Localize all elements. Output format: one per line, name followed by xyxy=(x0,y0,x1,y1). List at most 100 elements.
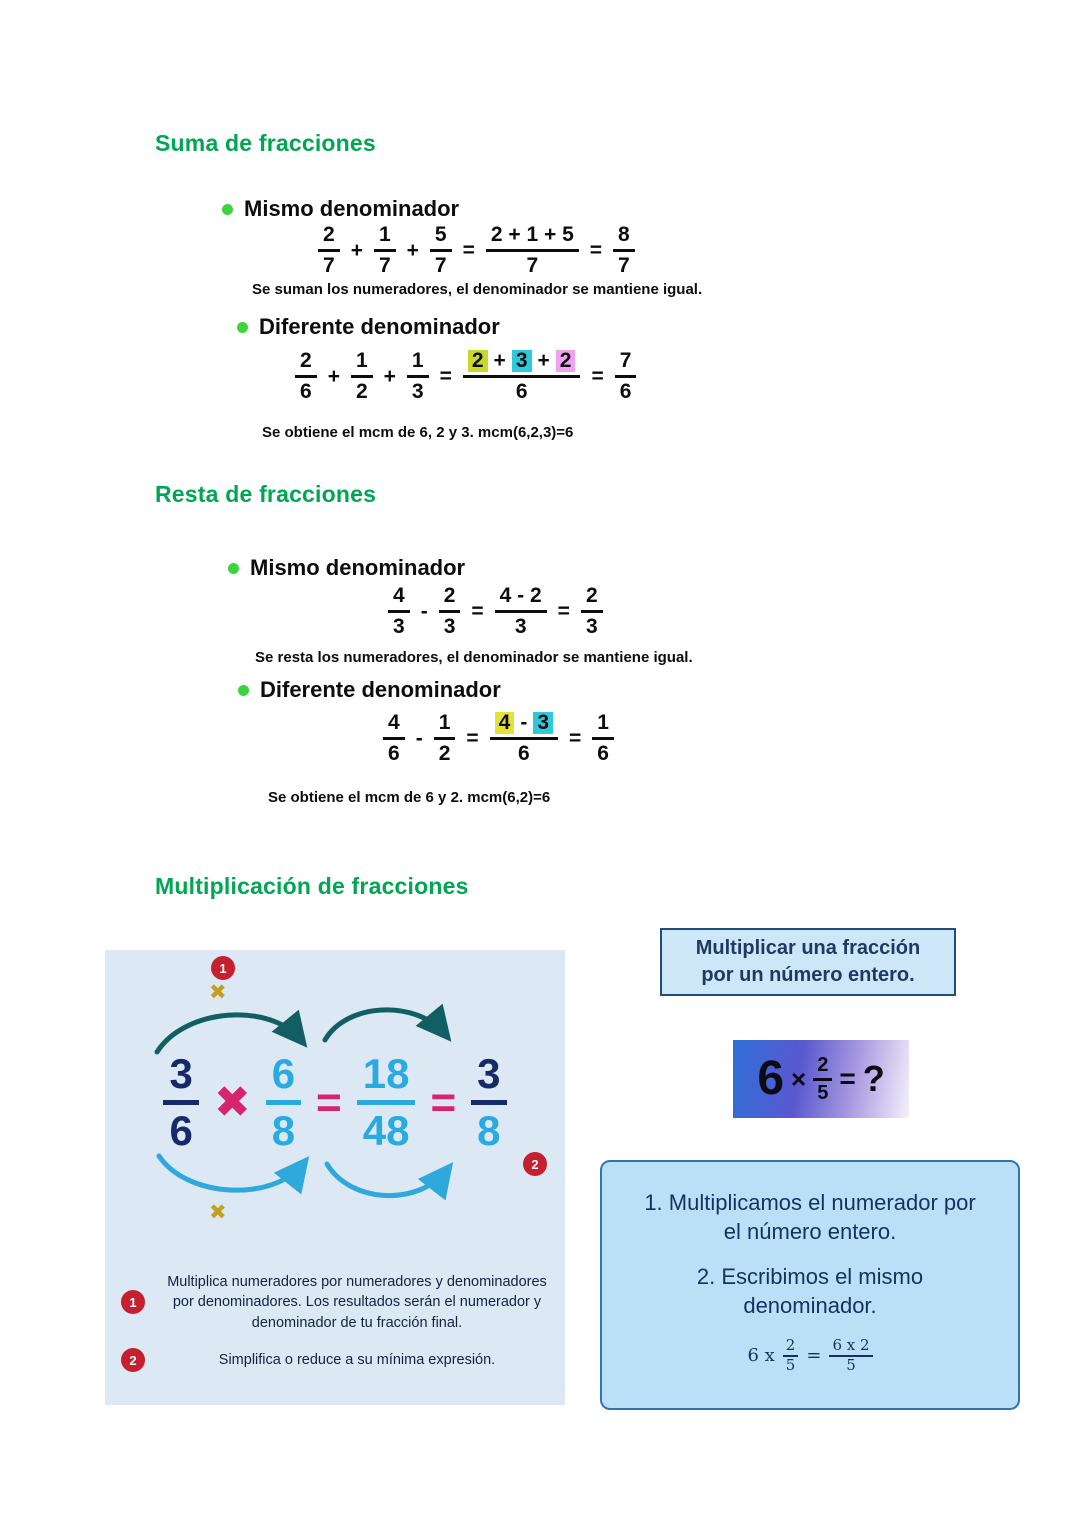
equals-operator: = xyxy=(430,1077,457,1127)
simplified-fraction: 3 8 xyxy=(471,1051,507,1153)
result-numerator: 2 xyxy=(580,584,603,614)
numerator-arrow-1 xyxy=(154,1009,308,1055)
fraction-denominator: 48 xyxy=(362,1107,410,1155)
fraction-numerator: 2 xyxy=(318,223,340,253)
suma-mismo-equation: 2 7 + 1 7 + 5 7 = 2 + 1 + 5 7 = 8 7 xyxy=(318,223,635,278)
multiply-operator: ✖ xyxy=(213,1077,251,1127)
title-line-2: por un número entero. xyxy=(701,964,915,986)
question-mark: ? xyxy=(862,1058,885,1099)
highlighted-number: 2 xyxy=(467,349,488,373)
minus-operator: - xyxy=(520,711,528,734)
suma-mismo-caption: Se suman los numeradores, el denominador… xyxy=(252,281,703,298)
fraction-denominator: 3 xyxy=(443,615,456,639)
combined-numerator: 4 - 2 xyxy=(494,584,547,614)
example-formula: 6 x 2 5 = 6 x 2 5 xyxy=(747,1337,873,1374)
result-fraction: 6 x 2 5 xyxy=(829,1337,873,1374)
fraction-denominator: 7 xyxy=(434,254,447,278)
fraction: 2 5 xyxy=(782,1337,799,1374)
result-denominator: 6 xyxy=(619,380,632,404)
suma-mismo-label: Mismo denominador xyxy=(222,196,459,222)
resta-section-title: Resta de fracciones xyxy=(155,481,377,507)
suma-diferente-label-text: Diferente denominador xyxy=(259,314,500,339)
fraction: 4 3 xyxy=(388,584,410,639)
equals-operator: = xyxy=(557,599,570,623)
fraction-numerator: 4 xyxy=(388,584,410,614)
fraction-numerator: 3 xyxy=(163,1051,199,1106)
fraction-numerator: 2 xyxy=(782,1337,799,1357)
note-1-text: Multiplica numeradores por numeradores y… xyxy=(167,1274,547,1331)
denominator-arrow-2 xyxy=(324,1161,454,1201)
product-fraction: 18 48 xyxy=(356,1051,416,1155)
result-fraction: 7 6 xyxy=(614,349,637,404)
fraction-numerator: 1 xyxy=(433,711,456,741)
fraction-denominator: 8 xyxy=(271,1107,296,1155)
step-2-line-1: 2. Escribimos el mismo xyxy=(696,1264,924,1290)
fraction-numerator: 6 xyxy=(265,1051,302,1106)
fraction: 1 7 xyxy=(373,223,396,277)
highlighted-number: 3 xyxy=(511,349,532,373)
plus-operator: + xyxy=(350,238,363,262)
fraction: 1 2 xyxy=(433,711,456,766)
combined-numerator: 2 + 1 + 5 xyxy=(485,223,579,253)
title-line-1: Multiplicar una fracción xyxy=(695,937,921,959)
resta-mismo-label-text: Mismo denominador xyxy=(250,555,466,580)
fraction-denominator: 5 xyxy=(785,1355,796,1374)
fraction-numerator: 1 xyxy=(373,223,396,253)
combined-fraction: 2 + 1 + 5 7 xyxy=(485,223,579,278)
steps-box: 1. Multiplicamos el numerador por el núm… xyxy=(600,1160,1020,1410)
suma-mismo-label-text: Mismo denominador xyxy=(244,196,460,221)
fraction: 1 3 xyxy=(406,349,429,404)
integer-factor: 6 xyxy=(757,1052,785,1105)
fraction-numerator: 3 xyxy=(471,1051,507,1106)
diagram-note-1: 1 Multiplica numeradores por numeradores… xyxy=(121,1272,555,1333)
fraction-numerator: 2 xyxy=(813,1054,833,1081)
denominator-arrow-1 xyxy=(156,1153,310,1195)
resta-mismo-caption: Se resta los numeradores, el denominador… xyxy=(255,649,693,666)
multiply-by-integer-title-box: Multiplicar una fracción por un número e… xyxy=(660,928,956,996)
fraction-denominator: 3 xyxy=(411,380,424,404)
equals-operator: = xyxy=(839,1063,856,1094)
combined-denominator: 3 xyxy=(514,615,527,639)
fraction-numerator: 2 xyxy=(295,349,317,379)
denominator-arrows xyxy=(156,1153,454,1201)
fraction-denominator: 3 xyxy=(393,615,405,639)
multiply-operator: × xyxy=(791,1063,807,1094)
combined-fraction: 4 - 2 3 xyxy=(494,584,547,639)
result-denominator: 3 xyxy=(585,615,598,639)
fraction: 2 6 xyxy=(295,349,317,403)
resta-mismo-label: Mismo denominador xyxy=(228,555,465,581)
fraction-numerator: 1 xyxy=(350,349,373,379)
step-1-line-1: 1. Multiplicamos el numerador por xyxy=(644,1190,976,1215)
combined-denominator: 6 xyxy=(517,742,530,766)
result-fraction: 2 3 xyxy=(580,584,603,639)
plus-operator: + xyxy=(493,349,506,372)
bullet-icon xyxy=(238,684,249,696)
fraction-numerator: 2 xyxy=(438,584,461,614)
multiplication-diagram-panel: 1 ✖ 3 6 ✖ 6 8 = 18 48 xyxy=(105,950,565,1405)
multiply-cross-icon: ✖ xyxy=(209,981,227,1004)
note-2-text: Simplifica o reduce a su mínima expresió… xyxy=(218,1351,496,1368)
resta-diferente-caption: Se obtiene el mcm de 6 y 2. mcm(6,2)=6 xyxy=(268,789,551,806)
fraction-denominator: 2 xyxy=(438,742,451,766)
fraction: 2 3 xyxy=(438,584,461,639)
resta-diferente-equation: 4 6 - 1 2 = 4 - 3 6 = 1 6 xyxy=(383,711,614,766)
multiply-cross-icon: ✖ xyxy=(209,1201,227,1224)
equals-operator: = xyxy=(589,238,603,262)
plus-operator: + xyxy=(327,364,340,388)
result-denominator: 6 xyxy=(597,742,609,766)
bullet-icon xyxy=(237,321,248,333)
fraction-denominator: 6 xyxy=(169,1107,193,1155)
result-fraction: 8 7 xyxy=(613,223,635,277)
suma-section-title: Suma de fracciones xyxy=(155,130,376,156)
note-1-badge: 1 xyxy=(121,1290,145,1315)
resta-diferente-label-text: Diferente denominador xyxy=(260,677,501,702)
fraction-denominator: 2 xyxy=(355,380,368,404)
fraction-denominator: 5 xyxy=(817,1081,829,1104)
equals-operator: = xyxy=(471,599,484,623)
step-2-badge: 2 xyxy=(523,1152,547,1176)
combined-denominator: 7 xyxy=(526,254,539,278)
plus-operator: + xyxy=(383,364,396,388)
numerator-arrow-2 xyxy=(322,1003,452,1043)
combined-fraction: 4 - 3 6 xyxy=(489,711,559,766)
